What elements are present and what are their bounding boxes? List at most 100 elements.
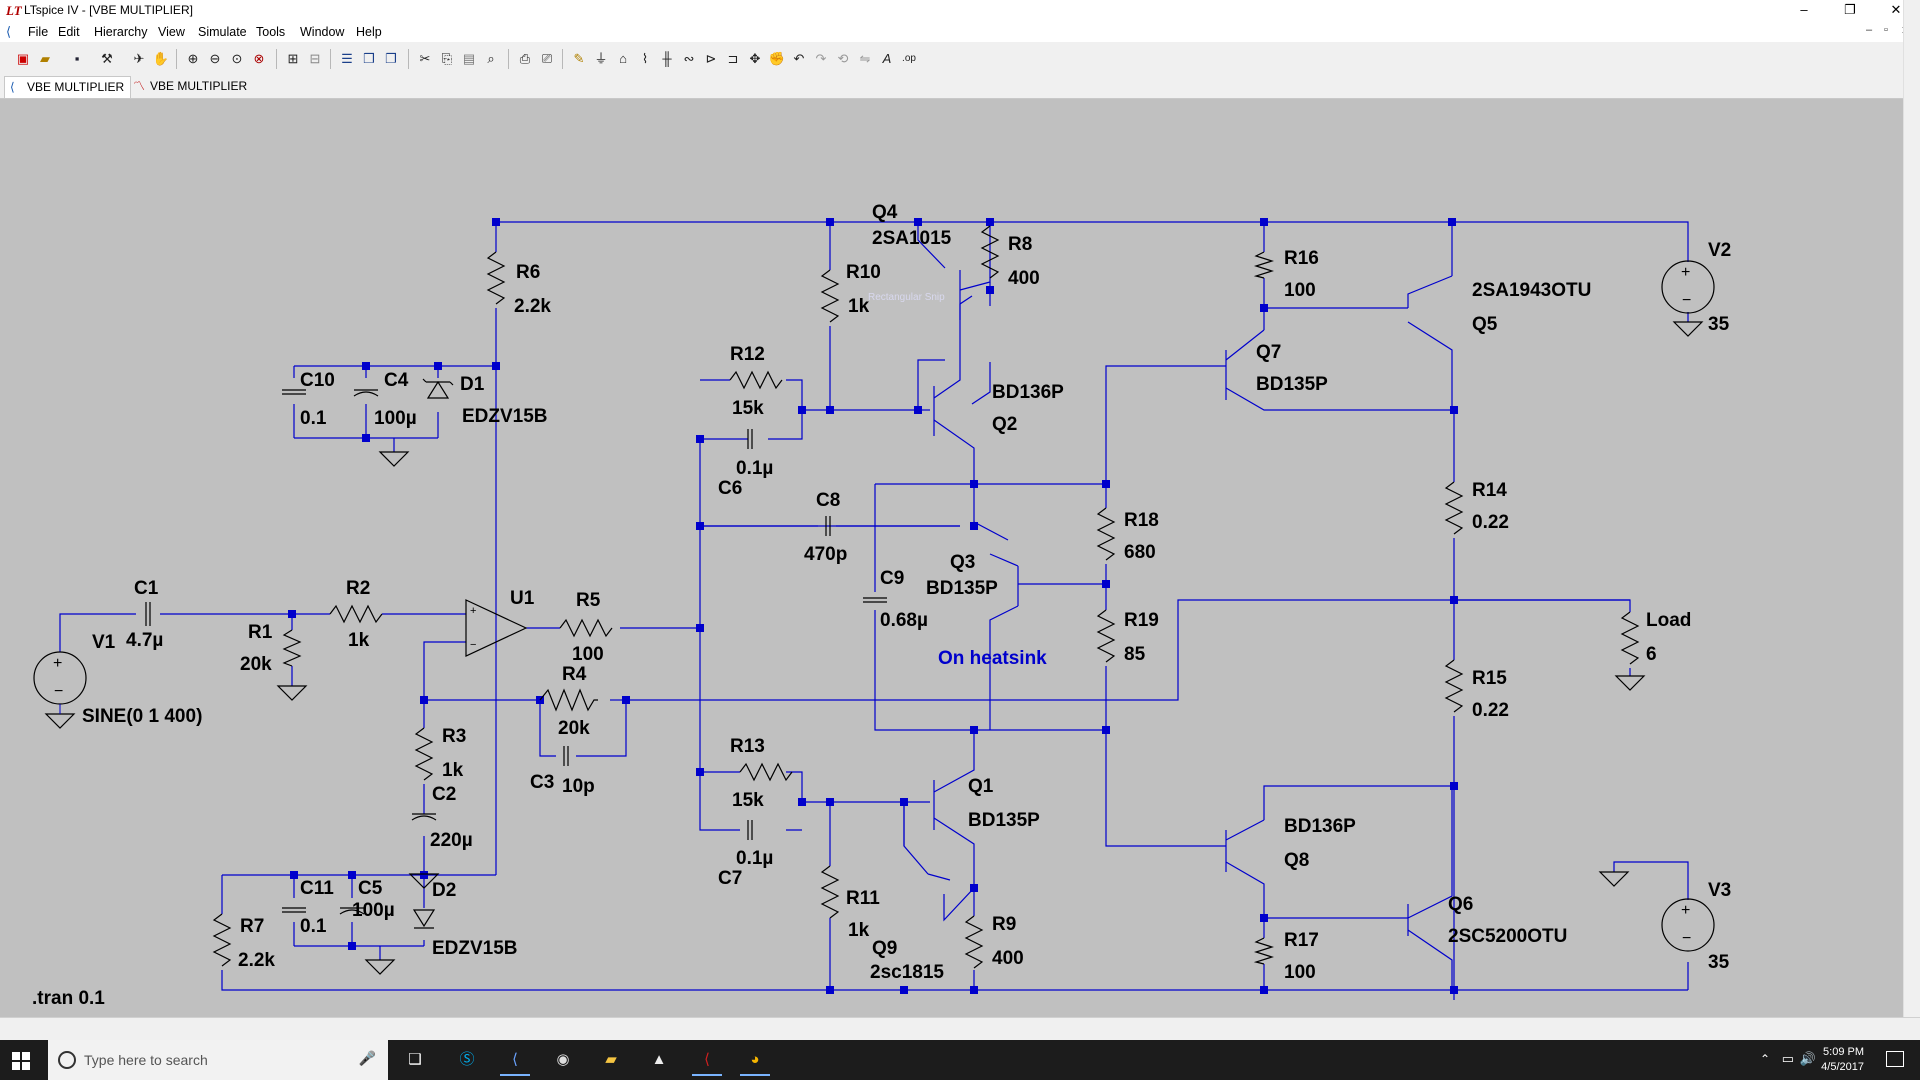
mdi-restore-button[interactable]: ▫: [1884, 24, 1888, 36]
label-v1: V1: [92, 632, 116, 653]
schematic-canvas[interactable]: +− +− +− +− V1 SINE(0 1 400) C1 4.7µ R1 …: [0, 99, 1903, 1017]
action-center-icon[interactable]: [1886, 1051, 1904, 1067]
label-r17-value: 100: [1284, 962, 1316, 983]
ground-icon[interactable]: ⏚: [594, 51, 608, 66]
inductor-icon[interactable]: ∾: [683, 51, 695, 66]
menu-bar: ⟨ File Edit Hierarchy View Simulate Tool…: [0, 22, 1920, 42]
autorange-icon[interactable]: ⊞: [287, 51, 299, 66]
label-c3-value: 10p: [562, 776, 595, 797]
print-icon[interactable]: ⎙: [519, 51, 531, 66]
document-icon[interactable]: ⟨: [6, 24, 12, 39]
run-icon[interactable]: ✈: [133, 51, 145, 66]
zoom-fit-icon[interactable]: ⊙: [231, 51, 243, 66]
draw-wire-icon[interactable]: ✎: [573, 51, 585, 66]
tab-schematic[interactable]: ⟨ VBE MULTIPLIER: [4, 76, 132, 98]
drag-icon[interactable]: ✊: [768, 51, 786, 66]
menu-help[interactable]: Help: [356, 25, 382, 39]
zoom-cancel-icon[interactable]: ⊗: [253, 51, 265, 66]
svg-text:−: −: [1682, 930, 1691, 947]
chrome-icon[interactable]: ◕: [740, 1046, 770, 1076]
label-r15-value: 0.22: [1472, 700, 1509, 721]
mdi-minimize-button[interactable]: –: [1866, 24, 1873, 36]
minimize-button[interactable]: –: [1800, 2, 1808, 17]
print-preview-icon[interactable]: ⎚: [541, 51, 553, 66]
skype-icon[interactable]: Ⓢ: [459, 1051, 475, 1068]
label-r9-value: 400: [992, 948, 1024, 969]
app-icon[interactable]: ◉: [556, 1051, 570, 1068]
schematic-icon: ⟨: [10, 80, 15, 94]
spice-directive-icon[interactable]: .op: [902, 53, 916, 64]
volume-icon[interactable]: 🔊: [1799, 1051, 1816, 1066]
cut-icon[interactable]: ✂: [419, 51, 431, 66]
undo-icon[interactable]: ↶: [793, 51, 805, 66]
text-icon[interactable]: A: [882, 51, 892, 66]
label-c3: C3: [530, 772, 554, 793]
ground-c10: [378, 451, 410, 467]
photos-icon[interactable]: ▲: [651, 1051, 667, 1068]
menu-window[interactable]: Window: [300, 25, 345, 39]
control-panel-icon[interactable]: ⚒: [101, 51, 113, 66]
taskbar-search-box[interactable]: Type here to search 🎤: [48, 1040, 388, 1080]
maximize-button[interactable]: ❐: [1844, 2, 1856, 17]
capacitor-c8: [825, 516, 831, 536]
label-d2: D2: [432, 880, 456, 901]
label-q3-value: BD135P: [926, 578, 998, 599]
label-net-icon[interactable]: ⌂: [619, 51, 627, 66]
label-q2-value: BD136P: [992, 382, 1064, 403]
rotate-icon[interactable]: ⟲: [837, 51, 849, 66]
menu-tools[interactable]: Tools: [256, 25, 286, 39]
cascade-icon[interactable]: ❒: [363, 51, 375, 66]
paste-icon[interactable]: ▤: [462, 51, 476, 66]
label-q6: Q6: [1448, 894, 1473, 915]
menu-hierarchy[interactable]: Hierarchy: [94, 25, 148, 39]
menu-view[interactable]: View: [158, 25, 185, 39]
copy-icon[interactable]: ⎘: [441, 51, 453, 66]
capacitor-icon[interactable]: ╫: [662, 51, 672, 66]
label-r16: R16: [1284, 248, 1319, 269]
diode-icon[interactable]: ⊳: [705, 51, 717, 66]
capacitor-c5: [339, 907, 365, 915]
component-icon[interactable]: ⊐: [727, 51, 739, 66]
find-icon[interactable]: ⌕: [487, 51, 495, 66]
menu-file[interactable]: File: [28, 25, 49, 39]
windows-start-icon[interactable]: [12, 1052, 30, 1070]
zoom-out-icon[interactable]: ⊖: [209, 51, 221, 66]
menu-simulate[interactable]: Simulate: [198, 25, 247, 39]
label-c1-value: 4.7µ: [126, 630, 163, 651]
clock[interactable]: 5:09 PM 4/5/2017: [1821, 1045, 1864, 1075]
vertical-scrollbar[interactable]: [1903, 0, 1920, 1040]
task-view-icon[interactable]: ❑: [408, 1051, 422, 1068]
halt-icon[interactable]: ✋: [152, 51, 170, 66]
tray-chevron-icon[interactable]: ⌃: [1759, 1052, 1770, 1066]
ltspice-icon[interactable]: ⟨: [500, 1046, 530, 1076]
svg-text:−: −: [54, 683, 63, 700]
open-icon[interactable]: ▰: [40, 51, 50, 66]
tile-icon[interactable]: ☰: [341, 51, 353, 66]
tab-waveform[interactable]: 〽 VBE MULTIPLIER: [128, 76, 253, 97]
ltspice-red-icon[interactable]: ⟨: [692, 1046, 722, 1076]
label-r8: R8: [1008, 234, 1032, 255]
zoom-in-icon[interactable]: ⊕: [187, 51, 199, 66]
label-r4-value: 20k: [558, 718, 590, 739]
ground-v2: [1672, 321, 1704, 337]
close-button[interactable]: ✕: [1890, 2, 1902, 17]
ground-c5: [364, 959, 396, 975]
redo-icon[interactable]: ↷: [815, 51, 827, 66]
file-explorer-icon[interactable]: ▰: [605, 1051, 617, 1068]
microphone-icon[interactable]: 🎤: [358, 1050, 376, 1066]
new-schematic-icon[interactable]: ▣: [16, 51, 30, 66]
label-c2-value: 220µ: [430, 830, 473, 851]
mirror-icon[interactable]: ⇋: [859, 51, 871, 66]
tab-bar: ⟨ VBE MULTIPLIER 〽 VBE MULTIPLIER: [0, 76, 1920, 99]
snip-ghost-text: Rectangular Snip: [868, 292, 945, 303]
label-r5: R5: [576, 590, 601, 611]
close-all-icon[interactable]: ❐: [385, 51, 397, 66]
grid-icon[interactable]: ⊟: [309, 51, 321, 66]
resistor-icon[interactable]: ⌇: [641, 51, 649, 66]
network-icon[interactable]: ▭: [1781, 1051, 1794, 1066]
menu-edit[interactable]: Edit: [58, 25, 80, 39]
label-q2: Q2: [992, 414, 1017, 435]
label-v1-value: SINE(0 1 400): [82, 706, 202, 727]
move-icon[interactable]: ✥: [749, 51, 761, 66]
save-icon[interactable]: ▪: [74, 51, 80, 66]
